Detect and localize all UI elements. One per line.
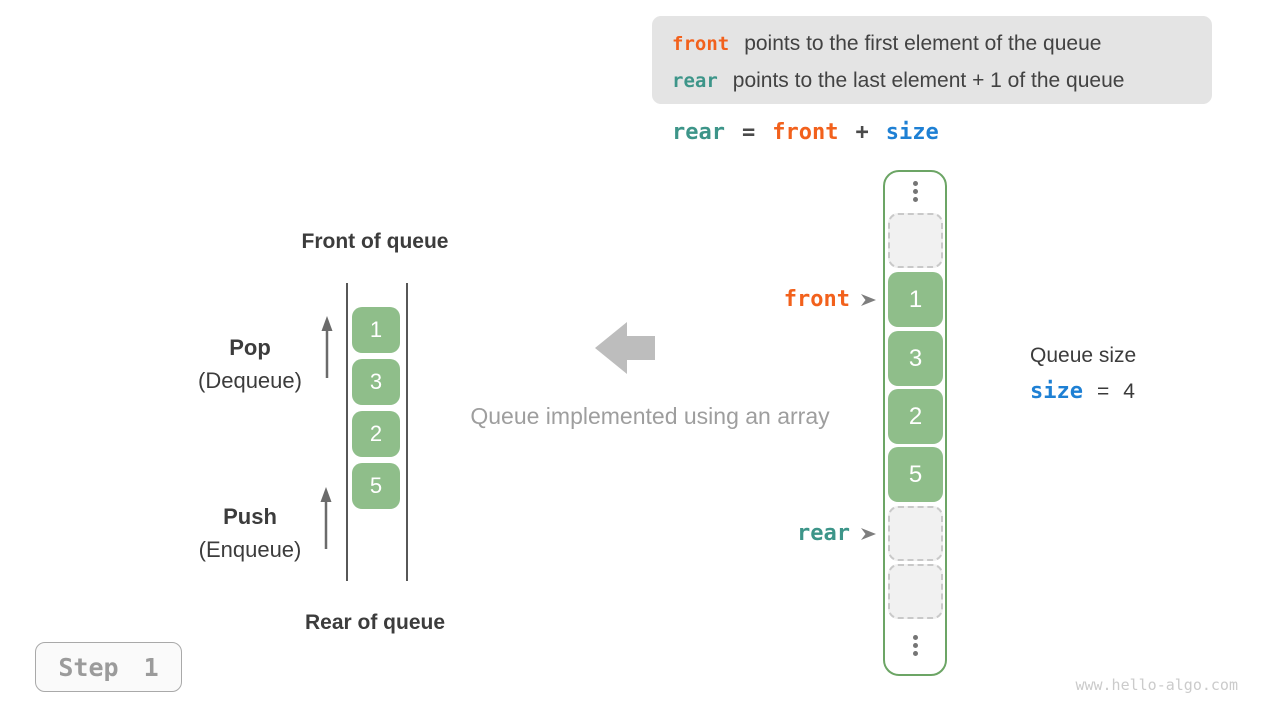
queue-items: 1 3 2 5 [352,307,400,509]
enqueue-label: (Enqueue) [198,537,302,562]
formula-front: front [772,120,839,145]
left-block-arrow-icon [595,322,655,374]
array-cell-empty [888,213,943,268]
pop-label-group: Pop (Dequeue) [165,335,335,394]
pop-direction-arrow-icon [321,316,333,378]
front-pointer: front [784,284,877,315]
rear-definition-line: rear points to the last element + 1 of th… [672,62,1212,99]
array-cell-value: 3 [888,331,943,386]
implementation-caption: Queue implemented using an array [470,403,830,429]
rear-of-queue-label: Rear of queue [304,611,446,634]
rear-pointer: rear [797,518,877,549]
definition-box: front points to the first element of the … [652,16,1212,104]
queue-size-expression: size = 4 [1030,379,1135,404]
step-badge: Step 1 [35,642,182,692]
rear-keyword: rear [672,70,718,92]
formula-size: size [885,120,939,145]
front-pointer-arrow-icon [861,293,876,306]
step-badge-label: Step 1 [58,652,159,682]
dot [913,188,918,194]
dot [913,634,918,640]
queue-size-title: Queue size [1030,344,1137,367]
queue-item: 3 [352,359,400,405]
size-equals-sign: = [1096,380,1110,403]
size-keyword: size [1030,379,1083,404]
queue-item: 5 [352,463,400,509]
array-cell-empty [888,506,943,561]
watermark: www.hello-algo.com [1075,676,1238,694]
front-pointer-label: front [783,287,850,312]
pop-label: Pop [229,335,271,360]
queue-channel-right-line [406,283,408,581]
push-direction-arrow-icon [320,487,332,549]
array-cell-value: 5 [888,447,943,502]
size-value: 4 [1123,380,1135,403]
front-of-queue-label: Front of queue [301,230,449,253]
dot [913,180,918,186]
front-keyword: front [672,33,730,55]
equals-sign: = [741,120,756,145]
dot [913,642,918,648]
front-definition-text: points to the first element of the queue [744,32,1102,55]
ellipsis-dots-icon [888,180,943,202]
queue-item: 1 [352,307,400,353]
array-cell-value: 2 [888,389,943,444]
plus-sign: + [855,120,869,145]
dequeue-label: (Dequeue) [198,368,302,393]
formula-rear: rear [672,120,725,145]
dot [913,650,918,656]
push-label: Push [223,504,277,529]
dot [913,196,918,202]
array-cell-value: 1 [888,272,943,327]
rear-pointer-arrow-icon [861,527,876,540]
queue-item: 2 [352,411,400,457]
rear-pointer-label: rear [797,521,850,546]
push-label-group: Push (Enqueue) [165,504,335,563]
formula: rear = front + size [672,120,939,145]
array-cell-empty [888,564,943,619]
ellipsis-dots-icon [888,634,943,656]
queue-channel-left-line [346,283,348,581]
front-definition-line: front points to the first element of the … [672,25,1212,62]
rear-definition-text: points to the last element + 1 of the qu… [732,69,1125,92]
